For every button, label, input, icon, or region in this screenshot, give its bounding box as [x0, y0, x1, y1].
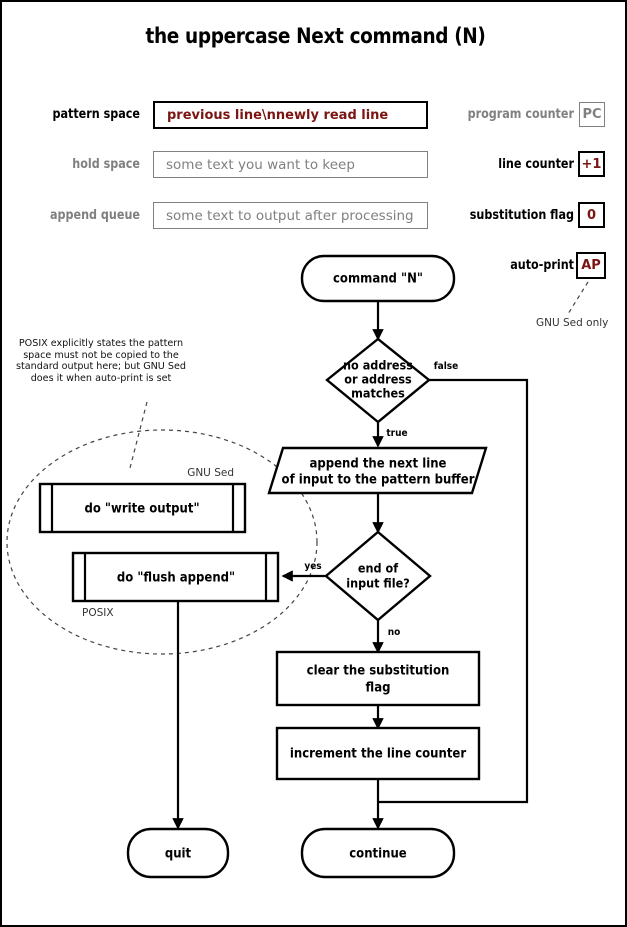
node-address-decision[interactable]	[325, 337, 431, 424]
node-clear-flag-line2: flag	[366, 681, 391, 696]
posix-gnu-region-ellipse	[6, 429, 318, 655]
node-address-decision-line3: matches	[351, 386, 405, 401]
node-quit-label: quit	[165, 847, 192, 862]
node-clear-substitution-flag[interactable]	[275, 650, 481, 707]
label-auto-print: auto-print	[510, 257, 574, 273]
value-hold-space[interactable]: some text you want to keep	[153, 151, 428, 178]
region-label-posix: POSIX	[82, 607, 114, 619]
value-program-counter[interactable]: PC	[579, 102, 605, 127]
value-auto-print[interactable]: AP	[576, 252, 606, 279]
edge-label-true: true	[386, 428, 407, 439]
node-continue-label: continue	[349, 847, 407, 862]
node-flush-append-label: do "flush append"	[117, 571, 235, 586]
value-append-queue[interactable]: some text to output after processing	[153, 202, 428, 229]
posix-note-leader	[129, 401, 148, 469]
node-append-next-line-line2: of input to the pattern buffer	[282, 473, 475, 488]
value-substitution-flag[interactable]: 0	[578, 202, 605, 228]
label-program-counter: program counter	[467, 106, 574, 122]
edge-address-false-bypass	[378, 378, 529, 804]
value-line-counter[interactable]: +1	[578, 151, 605, 177]
edge-label-yes: yes	[304, 561, 321, 572]
node-write-output-label: do "write output"	[84, 502, 199, 517]
page-title: the uppercase Next command (N)	[145, 24, 486, 48]
node-address-decision-line2: or address	[344, 372, 412, 387]
node-clear-flag-line1: clear the substitution	[307, 664, 450, 679]
node-eof-decision-line1: end of	[358, 561, 398, 576]
node-continue[interactable]	[300, 827, 456, 879]
label-line-counter: line counter	[498, 156, 574, 172]
value-pattern-space[interactable]: previous line\nnewly read line	[153, 101, 428, 129]
node-flush-append[interactable]	[71, 551, 280, 603]
node-append-next-line[interactable]	[267, 446, 488, 495]
region-label-gnu-sed: GNU Sed	[187, 467, 234, 479]
label-pattern-space: pattern space	[52, 106, 140, 122]
label-substitution-flag: substitution flag	[469, 207, 574, 223]
edge-label-false: false	[434, 361, 459, 372]
label-hold-space: hold space	[72, 156, 140, 172]
posix-note: POSIX explicitly states the pattern spac…	[16, 338, 186, 385]
node-eof-decision-line2: input file?	[346, 576, 410, 591]
node-eof-decision[interactable]	[324, 530, 432, 622]
node-write-output[interactable]	[38, 482, 247, 534]
node-quit[interactable]	[126, 827, 230, 879]
node-start-label: command "N"	[333, 272, 423, 287]
edge-label-no: no	[388, 627, 401, 638]
node-increment-line-counter-label: increment the line counter	[290, 747, 466, 762]
label-append-queue: append queue	[49, 207, 140, 223]
node-increment-line-counter[interactable]	[275, 726, 481, 781]
node-address-decision-line1: no address	[343, 358, 413, 373]
auto-print-leader	[567, 281, 589, 315]
auto-print-footnote: GNU Sed only	[536, 317, 609, 329]
node-start[interactable]	[300, 254, 456, 303]
node-append-next-line-line1: append the next line	[309, 457, 446, 472]
